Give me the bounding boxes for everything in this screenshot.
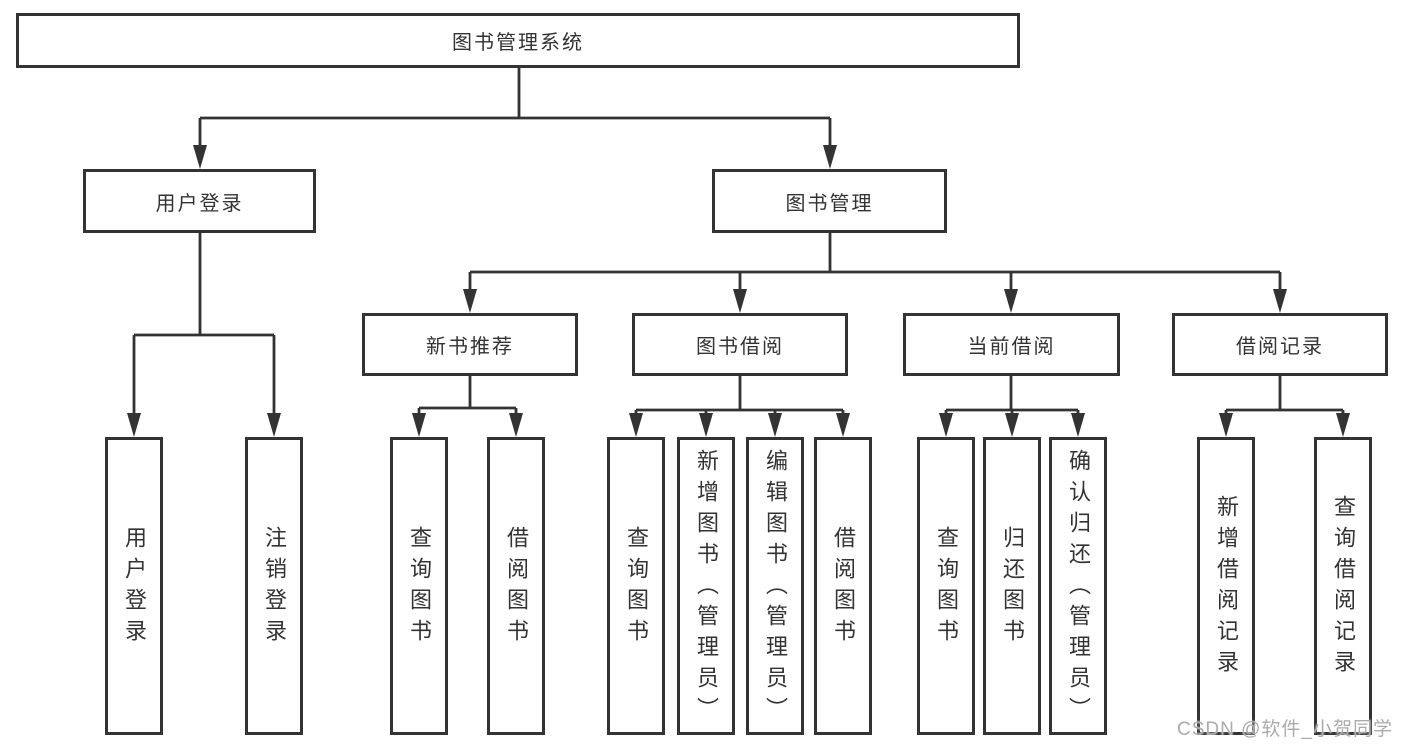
leaf-edit-book-admin: 编辑图书（管理员）: [746, 437, 804, 735]
node-user-login: 用户登录: [83, 169, 316, 233]
leaf-logout: 注销登录: [245, 437, 303, 735]
leaf-query-borrow-record: 查询借阅记录: [1314, 437, 1372, 735]
node-book-borrow: 图书借阅: [632, 313, 848, 376]
leaf-current-query-books: 查询图书: [917, 437, 975, 735]
leaf-recommend-borrow-books: 借阅图书: [487, 437, 545, 735]
leaf-add-borrow-record: 新增借阅记录: [1197, 437, 1255, 735]
leaf-add-book-admin: 新增图书（管理员）: [677, 437, 735, 735]
node-book-management: 图书管理: [712, 169, 947, 233]
node-borrow-records: 借阅记录: [1172, 313, 1388, 376]
leaf-borrow-books: 借阅图书: [814, 437, 872, 735]
leaf-return-books: 归还图书: [983, 437, 1041, 735]
node-new-book-recommend: 新书推荐: [362, 313, 578, 376]
leaf-borrow-query-books: 查询图书: [607, 437, 665, 735]
arrowhead-icons: [127, 145, 1350, 437]
leaf-user-login: 用户登录: [105, 437, 163, 735]
node-library-system: 图书管理系统: [16, 13, 1020, 68]
node-current-borrow: 当前借阅: [903, 313, 1120, 376]
leaf-confirm-return-admin: 确认归还（管理员）: [1049, 437, 1107, 735]
leaf-recommend-query-books: 查询图书: [390, 437, 448, 735]
